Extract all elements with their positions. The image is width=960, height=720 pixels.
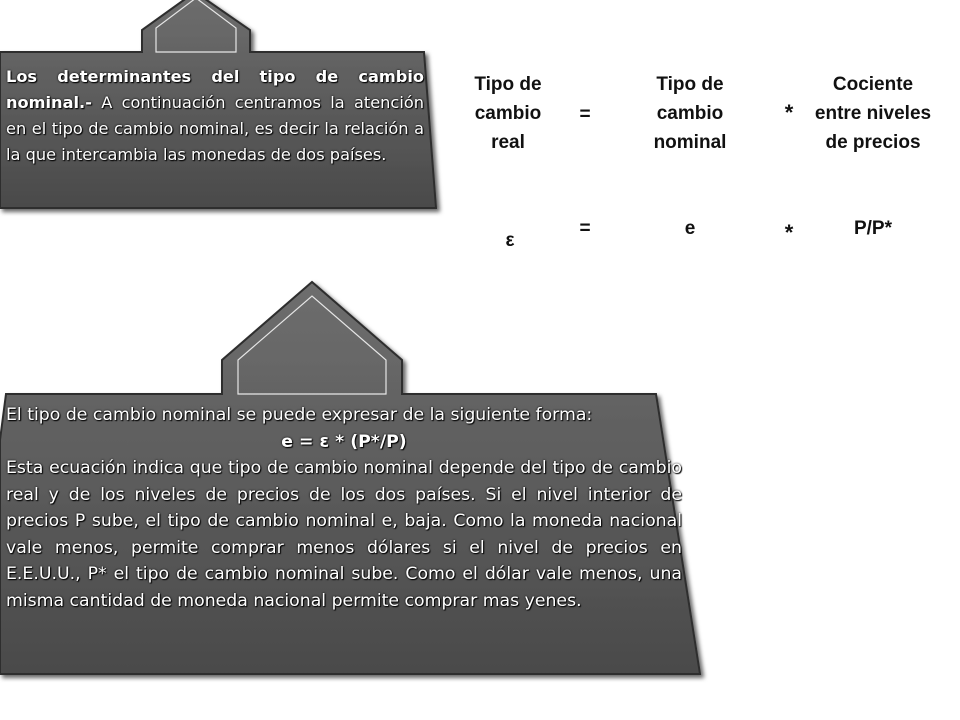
eq-times-sign-2: *: [784, 220, 794, 245]
eq-lhs-symbol: ε: [505, 230, 515, 251]
bottom-callout-body: Esta ecuación indica que tipo de cambio …: [6, 458, 682, 611]
bottom-callout-arrow-shape: [0, 280, 702, 675]
bottom-callout-text: El tipo de cambio nominal se puede expre…: [6, 402, 682, 614]
bottom-callout-intro: El tipo de cambio nominal se puede expre…: [6, 405, 593, 425]
top-callout-arrow-shape: [0, 0, 438, 209]
eq-mid-words: Tipo de cambio nominal: [653, 74, 727, 153]
eq-rhs-symbol: P/P*: [853, 218, 893, 239]
top-callout-body: A continuación centramos la atención en …: [6, 93, 424, 164]
eq-equals-sign-2: =: [579, 218, 591, 239]
eq-times-sign: *: [784, 100, 794, 125]
eq-lhs-words: Tipo de cambio real: [474, 74, 542, 153]
eq-equals-sign: =: [579, 104, 591, 125]
top-callout-text: Los determinantes del tipo de cambio nom…: [6, 64, 424, 168]
bottom-callout-formula: e = ε * (P*/P): [281, 431, 407, 452]
eq-rhs-words: Cociente entre niveles de precios: [814, 74, 932, 153]
top-callout-heading: Los determinantes del tipo de cambio nom…: [6, 67, 424, 112]
eq-mid-symbol: e: [684, 218, 696, 239]
